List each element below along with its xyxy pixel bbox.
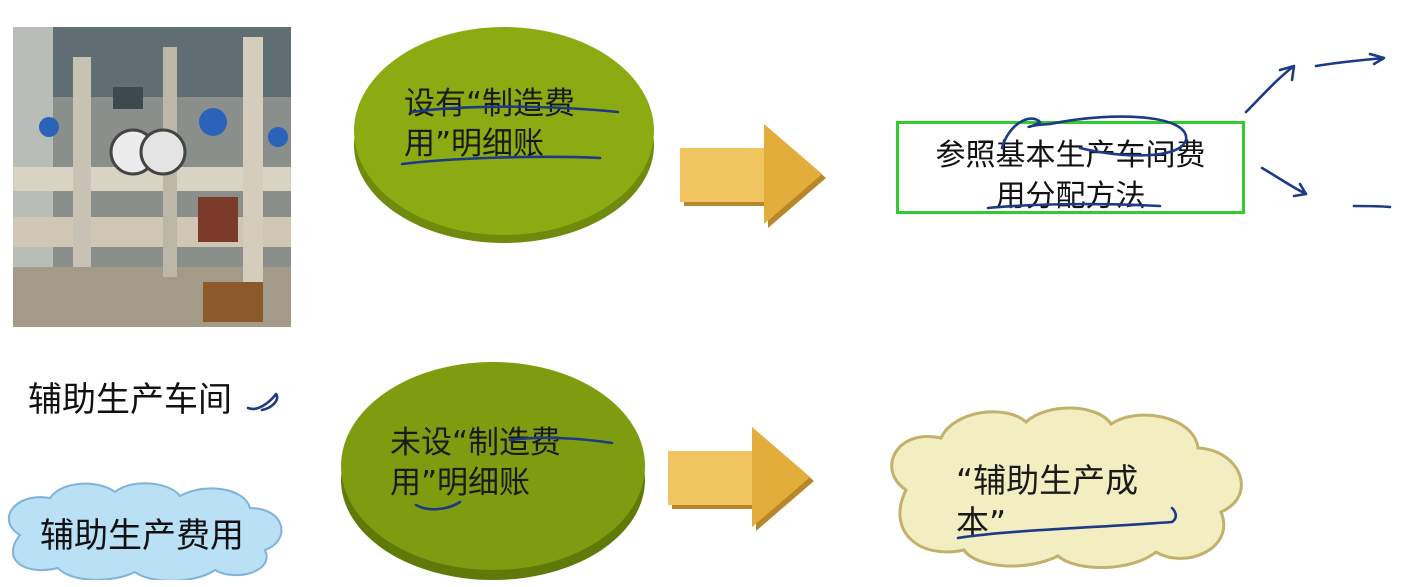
method-box-text: 参照基本生产车间费 用分配方法 [935,138,1206,214]
top-ellipse-text: 设有“制造费 用”明细账 [404,86,576,162]
arrow-right-icon [668,427,814,531]
bottom-ellipse-text: 未设“制造费 用”明细账 [390,425,562,501]
cost-cloud: 辅助生产费用 [0,480,290,582]
workshop-label: 辅助生产车间 [28,380,232,420]
cost-cloud-right: “辅助生产成 本” [876,400,1258,570]
ink-arrow-down [1260,166,1308,198]
ink-arrow-up [1244,64,1296,114]
top-ellipse: 设有“制造费 用”明细账 [352,25,657,245]
ellipse-shape-bottom [341,362,645,580]
arrow-right-icon [680,124,826,228]
ink-line-down [1352,204,1392,209]
method-box: 参照基本生产车间费 用分配方法 [896,121,1245,214]
industrial-pipes-photo [13,27,291,327]
ellipse-shape-top [354,27,654,243]
bottom-ellipse: 未设“制造费 用”明细账 [338,358,648,583]
ink-line-up [1314,52,1386,68]
cost-cloud-label: 辅助生产费用 [40,516,244,556]
cost-cloud-right-text: “辅助生产成 本” [956,461,1139,543]
ink-mark-workshop [246,392,279,412]
cloud-shape-blue [7,482,283,582]
